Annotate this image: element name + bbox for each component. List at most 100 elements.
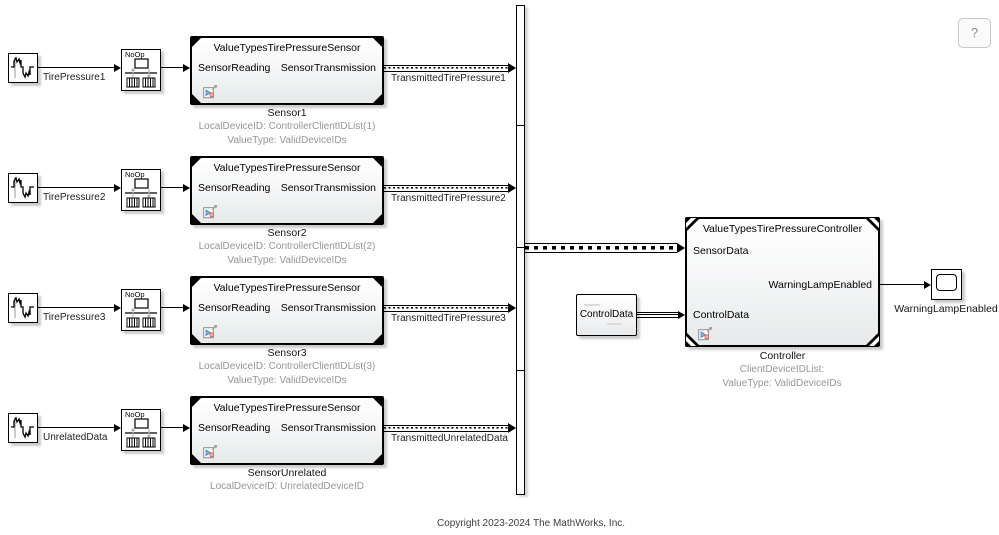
- noop-block-label: NoOp: [125, 170, 145, 179]
- control-data-source-block[interactable]: ControlData: [576, 294, 637, 336]
- model-reference-badge-icon[interactable]: [203, 84, 218, 99]
- block-name: Sensor3: [267, 347, 307, 359]
- signal-label: TransmittedTirePressure2: [391, 193, 506, 204]
- arrowhead: [508, 303, 516, 313]
- signal-wire[interactable]: [161, 67, 183, 69]
- block-annotation: ValueType: ValidDeviceIDs: [227, 375, 347, 386]
- noop-block[interactable]: NoOp: [121, 409, 161, 451]
- block-label: ControlData: [579, 309, 634, 320]
- signal-label: UnrelatedData: [43, 432, 108, 443]
- lamp-display-icon: [936, 274, 957, 291]
- noop-block[interactable]: NoOp: [121, 169, 161, 211]
- signal-wire[interactable]: [38, 427, 115, 429]
- arrowhead: [924, 280, 931, 289]
- corner-decoration: [372, 93, 383, 104]
- corner-decoration: [191, 157, 202, 168]
- corner-decoration: [191, 93, 202, 104]
- arrowhead: [183, 423, 190, 432]
- model-reference-badge-icon[interactable]: [203, 444, 218, 459]
- block-annotation: LocalDeviceID: ControllerClientIDList(3): [198, 361, 376, 372]
- signal-sketch-line: [584, 304, 600, 306]
- arrowhead: [508, 183, 516, 193]
- signal-sketch-line: [607, 323, 621, 325]
- block-name: Controller: [759, 350, 806, 362]
- sensor-model-block[interactable]: ValueTypesTirePressureSensor SensorReadi…: [190, 36, 384, 105]
- arrowhead: [183, 183, 190, 192]
- warning-lamp-block[interactable]: [931, 269, 962, 300]
- arrowhead: [114, 63, 121, 72]
- input-port-label: SensorReading: [198, 422, 271, 434]
- block-title: ValueTypesTirePressureSensor: [213, 42, 361, 54]
- signal-label: TransmittedUnrelatedData: [391, 433, 508, 444]
- corner-decoration: [372, 277, 383, 288]
- bus-signal-wire[interactable]: [384, 424, 508, 432]
- arrowhead: [183, 63, 190, 72]
- block-name: Sensor1: [267, 107, 307, 119]
- noop-buffer-icon: [125, 298, 157, 328]
- input-port-label: ControlData: [693, 309, 750, 321]
- signal-label: TirePressure3: [43, 312, 106, 323]
- input-port-label: SensorReading: [198, 302, 271, 314]
- block-name: SensorUnrelated: [247, 467, 327, 479]
- sensor-model-block[interactable]: ValueTypesTirePressureSensor SensorReadi…: [190, 396, 384, 465]
- signal-wire[interactable]: [161, 307, 183, 309]
- noop-buffer-icon: [125, 178, 157, 208]
- help-button[interactable]: ?: [958, 18, 991, 48]
- signal-wire[interactable]: [38, 307, 115, 309]
- bus-signal-wire[interactable]: [384, 184, 508, 192]
- block-title: ValueTypesTirePressureSensor: [213, 162, 361, 174]
- copyright-annotation: Copyright 2023-2024 The MathWorks, Inc.: [436, 518, 626, 529]
- corner-decoration: [372, 397, 383, 408]
- bus-segment-divider: [517, 370, 524, 372]
- signal-wire[interactable]: [38, 67, 115, 69]
- sensor-model-block[interactable]: ValueTypesTirePressureSensor SensorReadi…: [190, 276, 384, 345]
- block-annotation: ClientDeviceIDList:: [739, 364, 825, 375]
- output-port-label: SensorTransmission: [280, 182, 376, 194]
- model-reference-badge-icon[interactable]: [203, 204, 218, 219]
- block-annotation: LocalDeviceID: ControllerClientIDList(1): [198, 121, 376, 132]
- input-port-label: SensorReading: [198, 62, 271, 74]
- corner-decoration: [372, 333, 383, 344]
- corner-decoration: [865, 218, 879, 232]
- block-annotation: ValueType: ValidDeviceIDs: [227, 135, 347, 146]
- corner-decoration: [191, 213, 202, 224]
- arrowhead: [183, 303, 190, 312]
- corner-decoration: [191, 333, 202, 344]
- noop-block[interactable]: NoOp: [121, 289, 161, 331]
- output-port-label: SensorTransmission: [280, 422, 376, 434]
- signal-source-block[interactable]: [8, 413, 38, 443]
- corner-decoration: [865, 332, 879, 346]
- block-title: ValueTypesTirePressureSensor: [213, 402, 361, 414]
- controller-model-block[interactable]: ValueTypesTirePressureController SensorD…: [685, 217, 880, 347]
- output-port-label: SensorTransmission: [280, 62, 376, 74]
- corner-decoration: [191, 37, 202, 48]
- noop-block[interactable]: NoOp: [121, 49, 161, 91]
- sensor-model-block[interactable]: ValueTypesTirePressureSensor SensorReadi…: [190, 156, 384, 225]
- sensor-data-bus-wire[interactable]: [525, 243, 677, 253]
- corner-decoration: [372, 157, 383, 168]
- waveform-icon: [11, 56, 34, 79]
- signal-label: TransmittedTirePressure1: [391, 73, 506, 84]
- bus-creator-block[interactable]: [516, 5, 525, 495]
- block-title: ValueTypesTirePressureSensor: [213, 282, 361, 294]
- input-port-label: SensorReading: [198, 182, 271, 194]
- signal-wire[interactable]: [38, 187, 115, 189]
- model-reference-badge-icon[interactable]: [698, 326, 713, 341]
- signal-source-block[interactable]: [8, 293, 38, 323]
- arrowhead: [677, 243, 685, 253]
- signal-source-block[interactable]: [8, 53, 38, 83]
- noop-block-label: NoOp: [125, 290, 145, 299]
- signal-source-block[interactable]: [8, 173, 38, 203]
- bus-signal-wire[interactable]: [384, 64, 508, 72]
- corner-decoration: [686, 218, 700, 232]
- bus-signal-wire[interactable]: [384, 304, 508, 312]
- corner-decoration: [686, 332, 700, 346]
- input-port-label: SensorData: [693, 245, 749, 257]
- signal-wire[interactable]: [161, 427, 183, 429]
- signal-wire[interactable]: [880, 284, 924, 286]
- model-reference-badge-icon[interactable]: [203, 324, 218, 339]
- signal-wire[interactable]: [161, 187, 183, 189]
- noop-block-label: NoOp: [125, 50, 145, 59]
- control-data-bus-wire[interactable]: [637, 312, 678, 318]
